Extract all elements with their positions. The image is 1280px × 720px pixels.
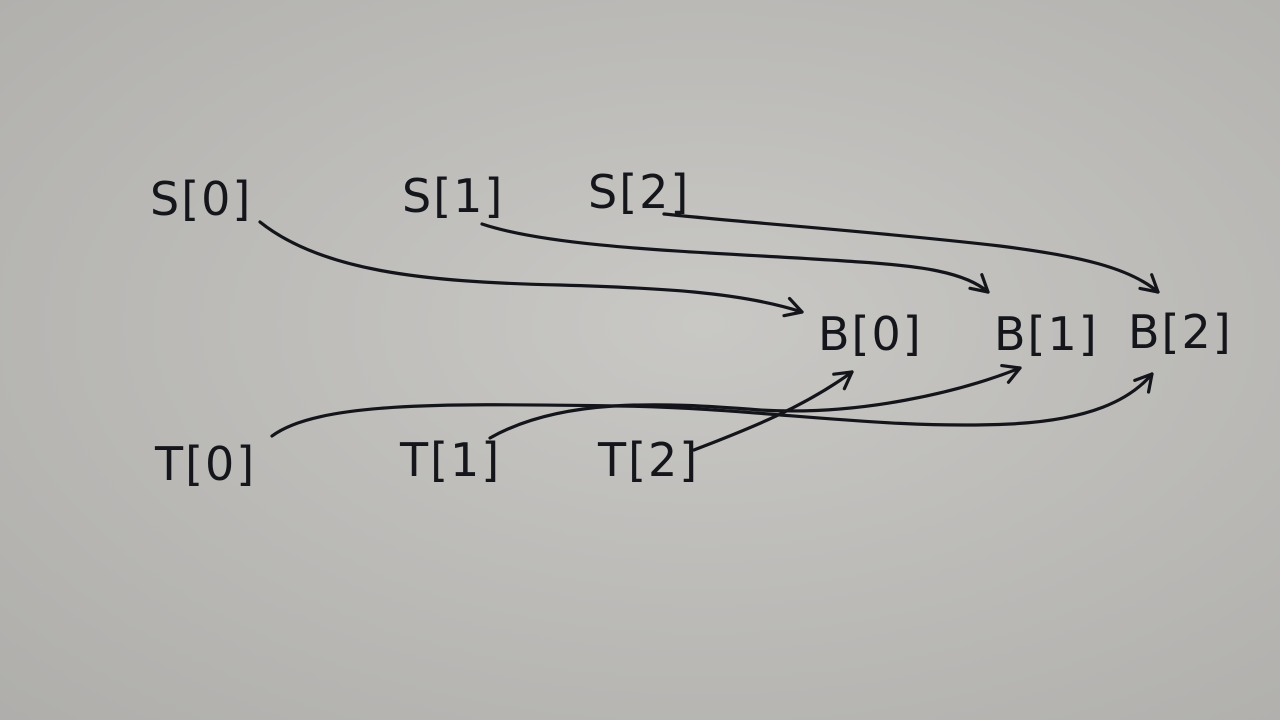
nodes-group: S[0] S[1] S[2] B[0] B[1] B[2] T[0] T[1] … [150,165,1233,491]
node-b1: B[1] [994,307,1099,361]
node-b2: B[2] [1128,305,1233,359]
node-s2: S[2] [588,165,690,219]
edge-t0-b2 [270,372,1154,438]
node-t1: T[1] [399,433,501,487]
node-t2: T[2] [597,433,699,487]
node-t0: T[0] [154,437,256,491]
edge-s2-b2 [662,212,1160,294]
edge-t2-b0 [692,370,854,452]
node-s1: S[1] [402,169,504,223]
node-b0: B[0] [818,307,923,361]
node-s0: S[0] [150,172,252,226]
edge-s1-b1 [480,222,990,294]
edge-t1-b1 [488,363,1022,440]
edge-s0-b0 [258,220,804,318]
edges-group [258,212,1160,452]
